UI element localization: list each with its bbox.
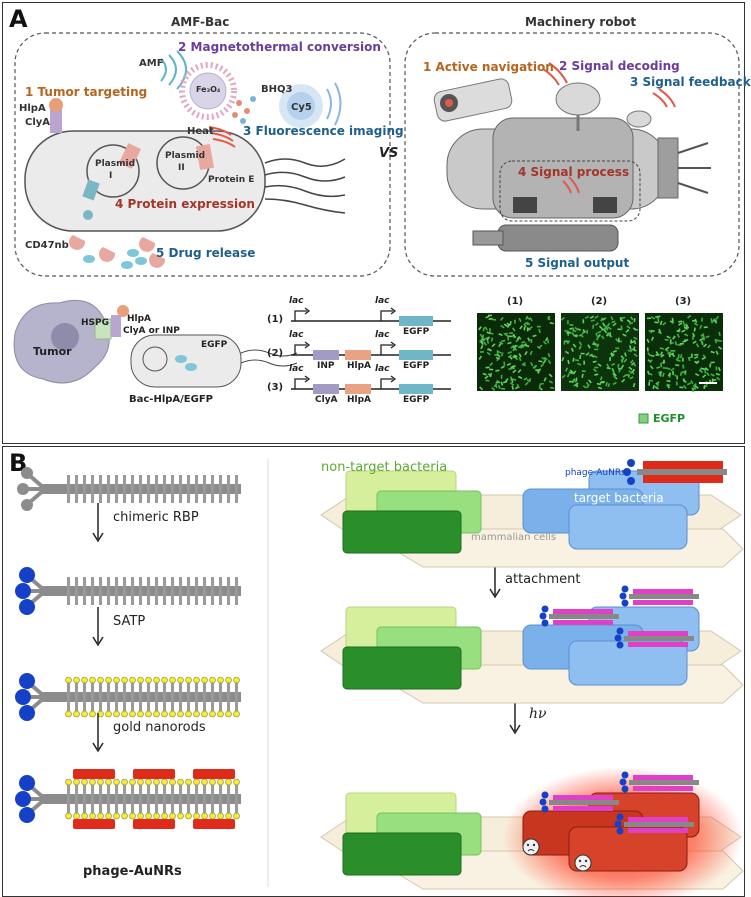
clya-inp-label: ClyA or INP [123, 326, 180, 336]
construct-3-promoter-1: lac [289, 364, 304, 374]
plasmid-ii-label: Plasmid [165, 151, 206, 161]
tumor-label: Tumor [33, 345, 72, 358]
step-tumor-targeting: 1 Tumor targeting [25, 85, 148, 99]
construct-3-gene-egfp: EGFP [403, 395, 430, 405]
phage-stages [15, 467, 241, 829]
fe3o4-nanoparticle-icon [179, 62, 237, 120]
panel-a: A [2, 2, 751, 444]
panel-a-graphics [13, 32, 740, 424]
fe3o4-label: Fe₃O₄ [196, 85, 221, 94]
step-signal-process: 4 Signal process [518, 165, 630, 179]
non-target-bacteria-label: non-target bacteria [321, 460, 448, 475]
heat-waves-icon [208, 126, 236, 148]
micro-label-1: (1) [507, 296, 524, 307]
robot-title: Machinery robot [525, 15, 637, 29]
step-active-navigation: 1 Active navigation [423, 60, 554, 74]
machinery-robot [433, 78, 711, 252]
step-fluorescence-imaging: 3 Fluorescence imaging [243, 124, 404, 138]
attachment-label: attachment [505, 572, 581, 587]
step-signal-decoding: 2 Signal decoding [559, 59, 680, 73]
tumor-binding-schematic [13, 299, 298, 388]
step-signal-output: 5 Signal output [525, 256, 630, 270]
construct-2-gene-inp: INP [317, 361, 335, 371]
construct-2-promoter-2: lac [375, 330, 390, 340]
construct-2-gene-egfp: EGFP [403, 361, 430, 371]
microscopy-images [477, 313, 723, 424]
construct-3-promoter-2: lac [375, 364, 390, 374]
step-arrows [92, 503, 521, 753]
step-magnetothermal: 2 Magnetothermal conversion [178, 40, 381, 54]
step-satp: SATP [113, 614, 146, 629]
plasmid-ii-number: II [178, 163, 185, 173]
quencher-dots [232, 100, 250, 118]
target-bacteria-label: target bacteria [574, 491, 664, 505]
step-signal-feedback: 3 Signal feedback [630, 75, 751, 89]
clya-label: ClyA [25, 117, 51, 128]
hlpa-clya-anchor [49, 98, 63, 133]
vs-label: VS [379, 146, 399, 161]
phage-aunrs-legend-label: phage-AuNRs [565, 468, 626, 478]
construct-3-num: (3) [267, 382, 284, 393]
construct-1-promoter-2: lac [375, 296, 390, 306]
cd47nb-label: CD47nb [25, 240, 69, 251]
hlpa-label: HlpA [19, 103, 46, 114]
step-drug-release: 5 Drug release [156, 246, 256, 260]
micro-label-2: (2) [591, 296, 608, 307]
panel-a-label: A [9, 5, 28, 33]
plasmid-i-number: I [109, 171, 113, 181]
bhq3-label: BHQ3 [261, 84, 293, 95]
amf-label: AMF [139, 58, 164, 69]
plasmid-i-label: Plasmid [95, 159, 136, 169]
construct-1-num: (1) [267, 314, 284, 325]
egfp-signal [478, 314, 723, 392]
construct-2-promoter-1: lac [289, 330, 304, 340]
signal-waves-icon [542, 62, 676, 194]
step-chimeric-rbp: chimeric RBP [113, 510, 199, 525]
amf-waves-icon [160, 50, 187, 90]
phage-aunrs-label: phage-AuNRs [83, 864, 182, 879]
step-gold-nanorods: gold nanorods [113, 720, 206, 735]
cy5-glow-icon [279, 82, 342, 128]
construct-2-num: (2) [267, 348, 284, 359]
heat-label: Heat [187, 126, 214, 137]
bac-hlpa-egfp-label: Bac-HlpA/EGFP [129, 394, 213, 405]
amf-bac-box [14, 32, 391, 277]
phage-legend-icon [623, 459, 727, 485]
amf-bacterium-cell [24, 130, 346, 232]
construct-3-gene-hlpa: HlpA [347, 395, 372, 405]
protein-e-label: Protein E [208, 175, 255, 185]
mammalian-cells-label: mammalian cells [471, 532, 557, 543]
micro-label-3: (3) [675, 296, 692, 307]
hlpa-anchor-label: HlpA [127, 314, 152, 324]
construct-2-gene-hlpa: HlpA [347, 361, 372, 371]
construct-3-gene-clya: ClyA [315, 395, 338, 405]
bacteria-scenes [320, 470, 744, 897]
egfp-legend-label: EGFP [653, 412, 686, 425]
egfp-cell-label: EGFP [201, 340, 228, 350]
hspg-label: HSPG [81, 318, 109, 328]
construct-1-gene-egfp: EGFP [403, 327, 430, 337]
panel-b-graphics [15, 459, 744, 897]
robot-box [404, 32, 740, 277]
genetic-constructs [291, 307, 451, 394]
hv-label: hν [529, 706, 547, 722]
construct-1-promoter-1: lac [289, 296, 304, 306]
panel-b: B chimeric RBP SATP gold nanorods phage-… [2, 446, 745, 897]
cy5-label: Cy5 [291, 102, 312, 113]
amf-bac-title: AMF-Bac [171, 15, 230, 29]
step-protein-expression: 4 Protein expression [115, 197, 255, 211]
drug-release-particles [69, 235, 166, 269]
